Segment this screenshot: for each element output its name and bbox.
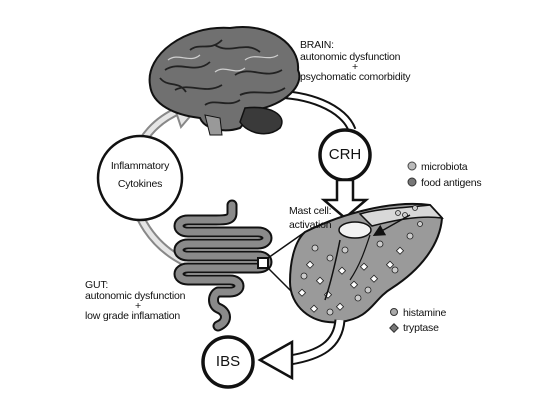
inflammatory-line1: Inflammatory bbox=[110, 160, 170, 172]
brain-title: BRAIN: bbox=[300, 39, 334, 51]
food-antigens-label: food antigens bbox=[421, 177, 482, 189]
trigger-arrow bbox=[372, 214, 411, 236]
food-antigen-icon bbox=[407, 177, 417, 187]
crh-down-arrow bbox=[320, 178, 370, 220]
brain-line2: psychomatic comorbidity bbox=[300, 71, 411, 83]
brain-line1: autonomic dysfunction bbox=[300, 51, 401, 63]
mucosa-section bbox=[288, 202, 444, 324]
ibs-node bbox=[201, 335, 255, 389]
mast-cell-line1: Mast cell: bbox=[289, 205, 332, 217]
tryptase-icon bbox=[389, 323, 399, 333]
brain-illustration bbox=[148, 26, 301, 136]
microbiota-label: microbiota bbox=[421, 161, 468, 173]
gut-title: GUT: bbox=[85, 279, 109, 291]
microbiota-icon bbox=[407, 161, 417, 171]
histamine-icon bbox=[390, 308, 398, 316]
tryptase-label: tryptase bbox=[403, 322, 439, 334]
gut-illustration bbox=[173, 199, 306, 332]
gut-line1: autonomic dysfunction bbox=[85, 290, 186, 302]
mast-cell bbox=[338, 221, 372, 239]
brain-plus: + bbox=[352, 61, 358, 73]
mast-cell-line2: activation bbox=[289, 219, 332, 231]
ibs-label: IBS bbox=[215, 353, 241, 370]
inflammatory-cytokines-node bbox=[96, 134, 184, 222]
zoom-box bbox=[257, 257, 269, 269]
gut-line2: low grade inflamation bbox=[85, 310, 181, 322]
inflammatory-line2: Cytokines bbox=[117, 178, 163, 190]
histamine-label: histamine bbox=[403, 307, 447, 319]
tissue-to-ibs-arrow bbox=[257, 319, 346, 381]
gut-plus: + bbox=[135, 300, 141, 312]
crh-label: CRH bbox=[328, 146, 362, 163]
